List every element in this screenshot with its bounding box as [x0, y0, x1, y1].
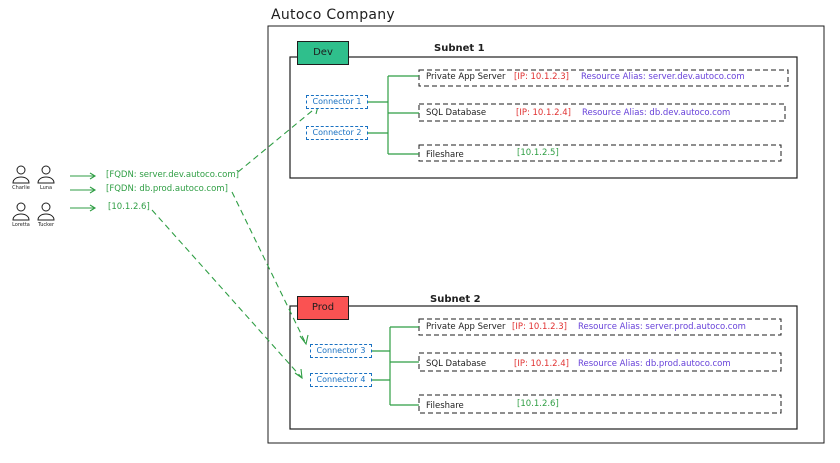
subnet-title: Subnet 1 — [434, 43, 485, 54]
subnet-title: Subnet 2 — [430, 294, 481, 305]
user-icon — [12, 202, 30, 221]
resource-ip: [10.1.2.5] — [517, 148, 559, 158]
resource-alias: Resource Alias: db.dev.autoco.com — [582, 108, 731, 118]
connector-3[interactable]: Connector 3 — [310, 344, 372, 358]
routing-arrows — [151, 105, 319, 379]
resource-alias: Resource Alias: server.prod.autoco.com — [578, 322, 746, 332]
connector-1[interactable]: Connector 1 — [306, 95, 368, 109]
resource-name: Private App Server — [426, 72, 506, 82]
request-label: [10.1.2.6] — [108, 202, 150, 212]
resource-alias: Resource Alias: db.prod.autoco.com — [578, 359, 731, 369]
user-icon — [12, 165, 30, 184]
user-icons — [12, 165, 55, 221]
company-title: Autoco Company — [271, 7, 396, 23]
resource-box — [418, 144, 782, 162]
subnet-1-box — [289, 56, 798, 179]
resource-ip: [IP: 10.1.2.4] — [514, 359, 569, 369]
connector-2[interactable]: Connector 2 — [306, 126, 368, 140]
user-icon — [37, 165, 55, 184]
resource-ip: [10.1.2.6] — [517, 399, 559, 409]
request-label: [FQDN: db.prod.autoco.com] — [106, 184, 228, 194]
resource-ip: [IP: 10.1.2.3] — [514, 72, 569, 82]
user-name: Luna — [39, 185, 53, 191]
resource-name: Fileshare — [426, 401, 464, 411]
connector-links-subnet-2 — [372, 326, 419, 406]
user-name: Tucker — [37, 222, 55, 228]
resource-name: Private App Server — [426, 322, 506, 332]
connector-4[interactable]: Connector 4 — [310, 373, 372, 387]
subnet-2-box — [289, 305, 798, 430]
resource-box — [418, 352, 782, 372]
routing-arrowheads — [294, 105, 319, 380]
request-label: [FQDN: server.dev.autoco.com] — [106, 170, 239, 180]
resource-ip: [IP: 10.1.2.4] — [516, 108, 571, 118]
resource-name: SQL Database — [426, 108, 487, 118]
resource-name: Fileshare — [426, 150, 464, 160]
resource-alias: Resource Alias: server.dev.autoco.com — [581, 72, 745, 82]
user-name: Charlie — [12, 185, 30, 191]
resource-box — [418, 394, 782, 414]
user-name: Loretta — [12, 222, 30, 228]
user-request-arrows — [70, 172, 97, 212]
resource-ip: [IP: 10.1.2.3] — [512, 322, 567, 332]
company-boundary — [267, 25, 825, 444]
env-tag-dev: Dev — [297, 41, 349, 65]
env-tag-prod: Prod — [297, 296, 349, 320]
connector-links-subnet-1 — [368, 75, 419, 155]
resource-name: SQL Database — [426, 359, 487, 369]
user-icon — [37, 202, 55, 221]
resource-box — [418, 69, 789, 87]
